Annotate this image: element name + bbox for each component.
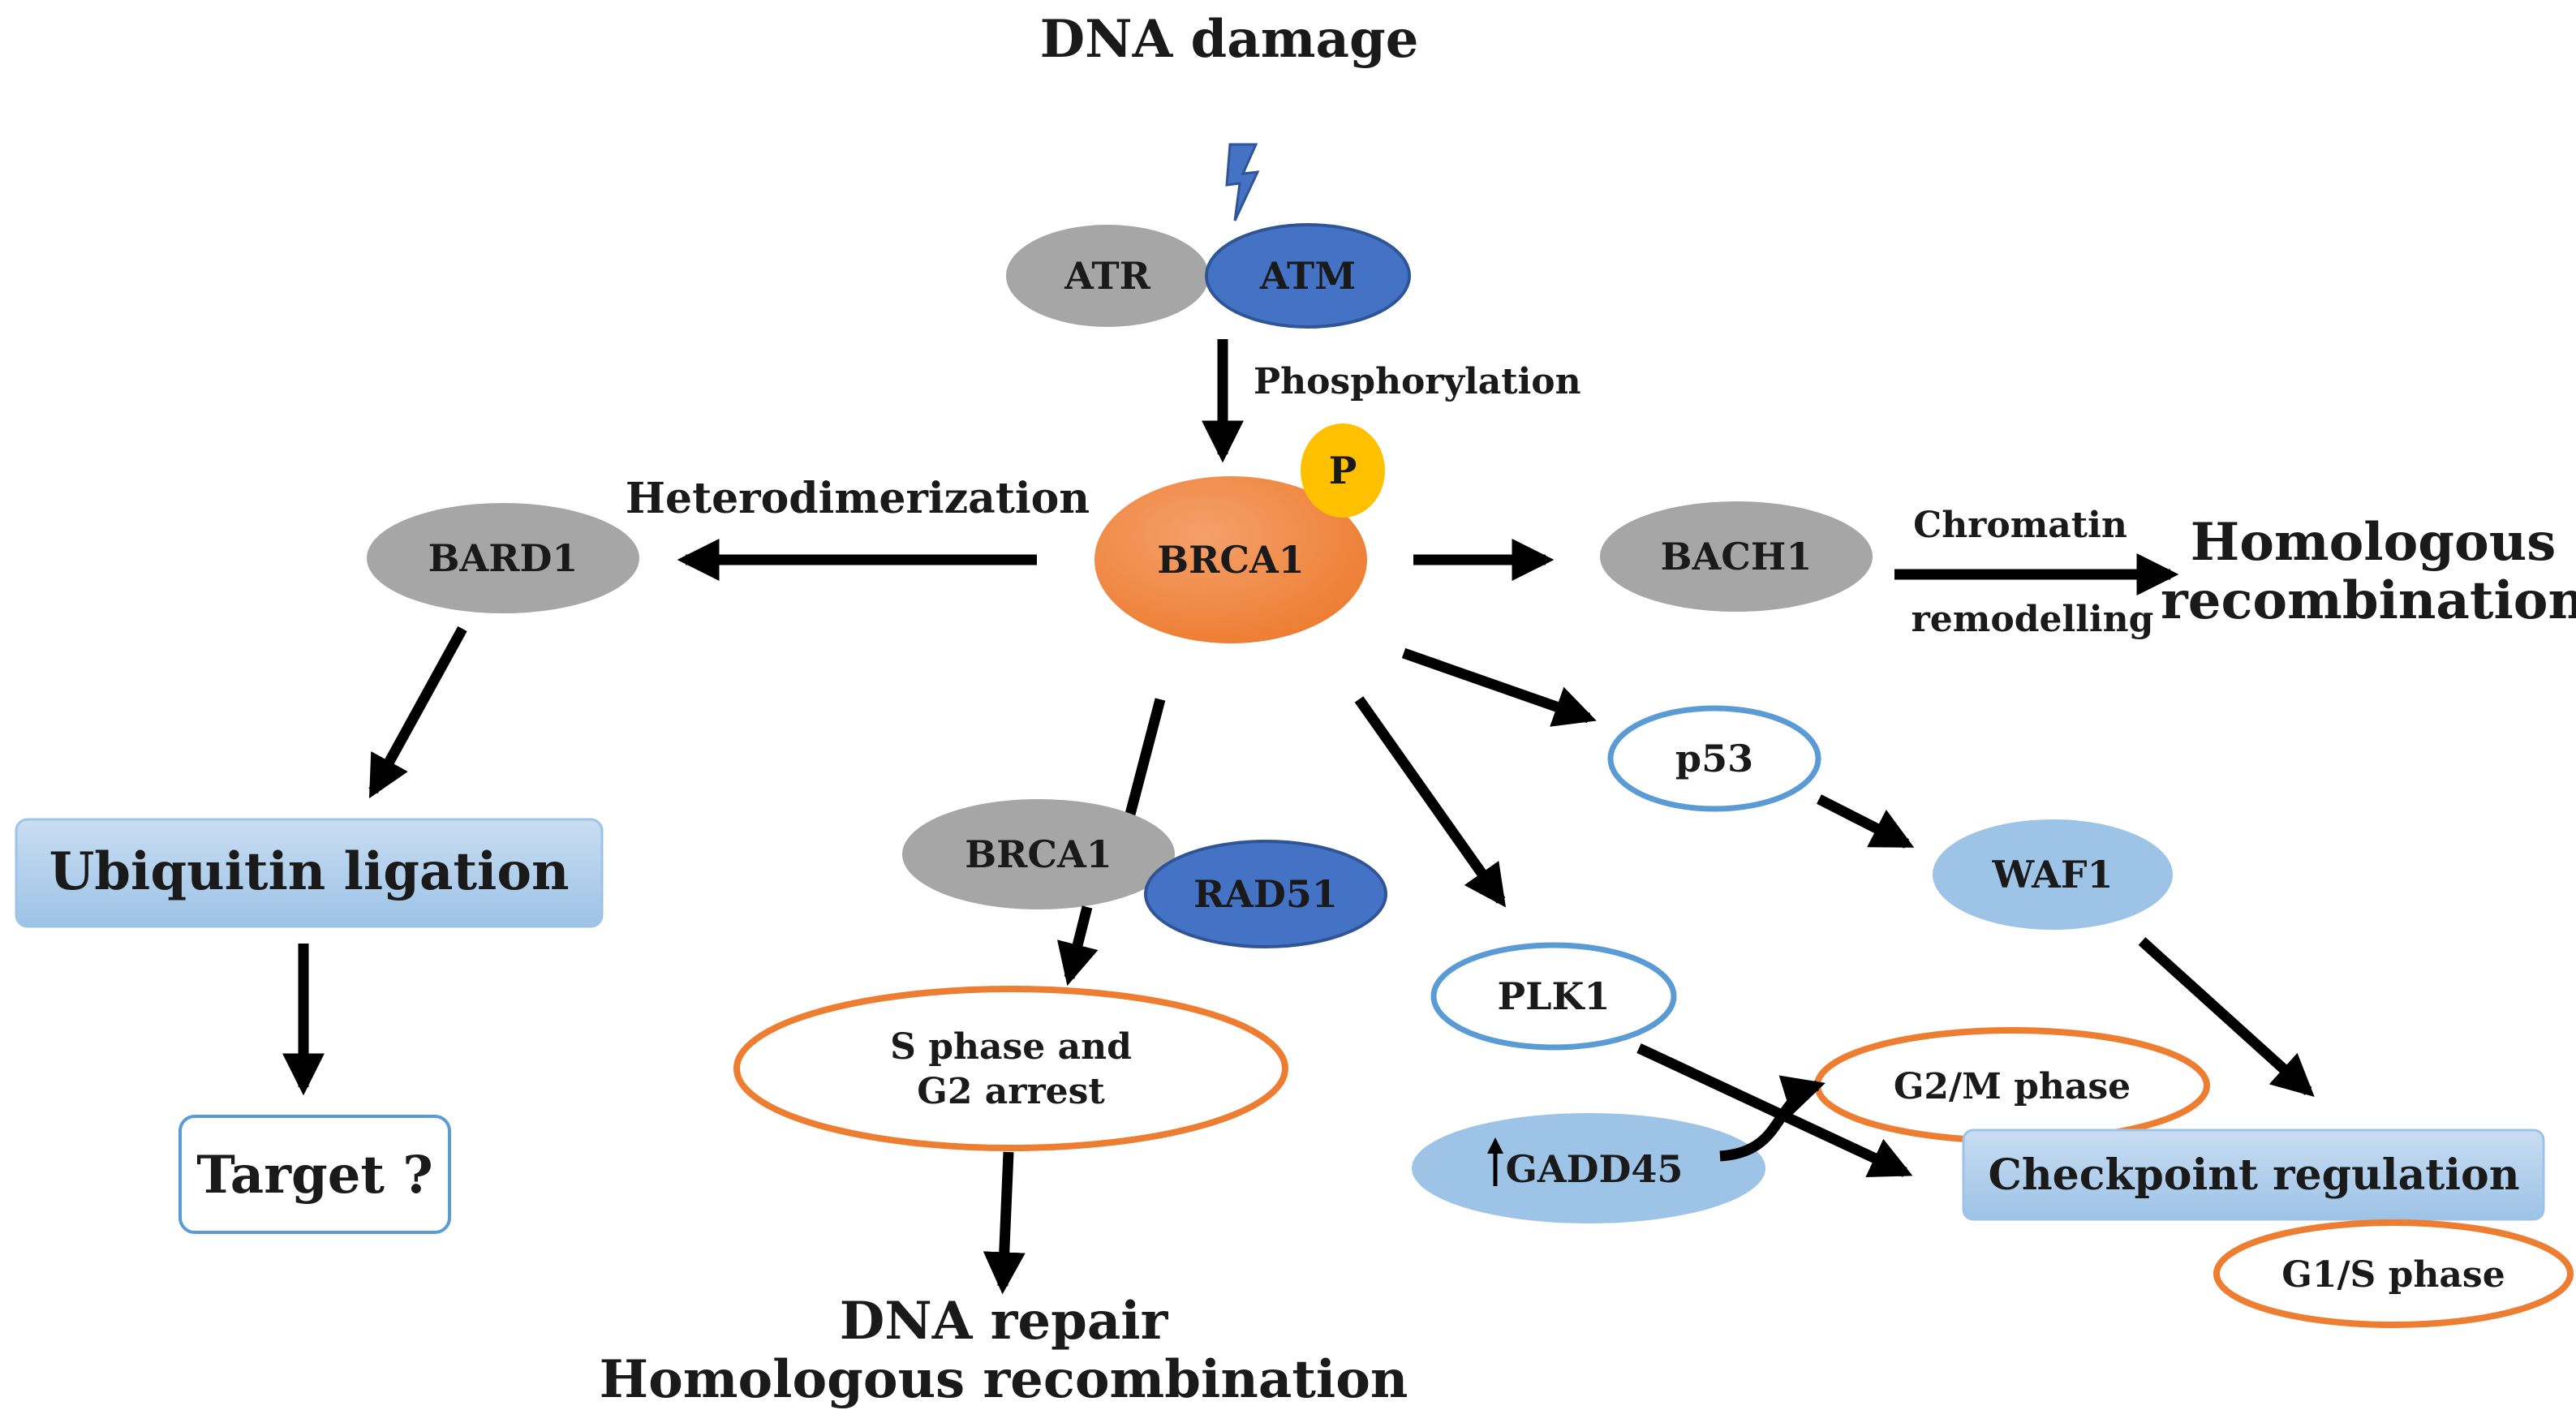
gadd45-node (1412, 1113, 1765, 1223)
phospho-badge-label: P (1329, 449, 1357, 492)
arrow-sphase-to-dna-repair (983, 1151, 1026, 1295)
waf1-label: WAF1 (1991, 853, 2113, 896)
checkpoint-regulation-label: Checkpoint regulation (1988, 1150, 2519, 1200)
up-arrowhead-icon (1487, 1137, 1503, 1154)
title-dna-damage: DNA damage (1040, 9, 1419, 70)
p53-node (1607, 705, 1821, 812)
brca1-node (1094, 476, 1367, 643)
bard1-node (367, 503, 639, 613)
g1s-phase-node (2213, 1219, 2574, 1328)
arrow-p53-to-waf1 (1817, 794, 1915, 849)
homologous-recombination-bottom-label: Homologous recombination (600, 1349, 1408, 1410)
gadd45-label: GADD45 (1506, 1147, 1684, 1191)
brca1-label: BRCA1 (1157, 538, 1304, 582)
bach1-label: BACH1 (1661, 535, 1813, 578)
chromatin-label: Chromatin (1913, 505, 2127, 546)
lightning-bolt-icon (1225, 143, 1260, 221)
arrow-waf1-to-checkpoint (2138, 937, 2315, 1097)
arrow-gadd45-to-g2m (1719, 1075, 1826, 1162)
g2m-phase-label: G2/M phase (1894, 1066, 2131, 1107)
s-phase-g2-arrest-node (733, 986, 1288, 1151)
plk1-node (1430, 942, 1677, 1051)
arrow-complex-to-sphase (1056, 905, 1099, 987)
s-phase-label: S phase and (890, 1026, 1132, 1068)
plk1-label: PLK1 (1498, 974, 1611, 1018)
arrow-brca1-to-plk1 (1354, 696, 1506, 908)
waf1-node (1933, 819, 2173, 930)
target-box (178, 1115, 451, 1234)
atm-label: ATM (1259, 254, 1356, 298)
complex-brca1-label: BRCA1 (965, 832, 1112, 876)
arrow-brca1-to-p53 (1401, 647, 1597, 727)
atm-node (1205, 223, 1411, 329)
dna-repair-label: DNA repair (840, 1291, 1169, 1352)
checkpoint-regulation-box (1962, 1129, 2545, 1221)
g2-arrest-label: G2 arrest (917, 1071, 1105, 1112)
homologous-recombination-line2: recombination (2161, 570, 2576, 631)
ubiquitin-ligation-box (15, 818, 604, 928)
rad51-node (1144, 840, 1387, 948)
homologous-recombination-line1: Homologous (2191, 512, 2557, 573)
ubiquitin-ligation-label: Ubiquitin ligation (49, 841, 569, 902)
rad51-label: RAD51 (1193, 872, 1338, 916)
arrow-bard1-to-ubiquitin (368, 626, 467, 799)
p53-label: p53 (1675, 737, 1753, 780)
g1s-phase-label: G1/S phase (2281, 1254, 2505, 1296)
heterodimerization-label: Heterodimerization (626, 474, 1090, 523)
bach1-node (1600, 501, 1873, 612)
bard1-label: BARD1 (428, 536, 578, 580)
phospho-badge (1301, 423, 1385, 518)
atr-node (1006, 225, 1209, 327)
remodelling-label: remodelling (1912, 599, 2154, 640)
atr-label: ATR (1064, 254, 1150, 298)
target-label: Target ? (196, 1145, 433, 1206)
phosphorylation-label: Phosphorylation (1254, 361, 1581, 402)
arrow-brca1-to-complex (1122, 698, 1166, 825)
complex-brca1-node (902, 799, 1175, 909)
arrow-plk1-to-checkpoint (1636, 1043, 1913, 1177)
